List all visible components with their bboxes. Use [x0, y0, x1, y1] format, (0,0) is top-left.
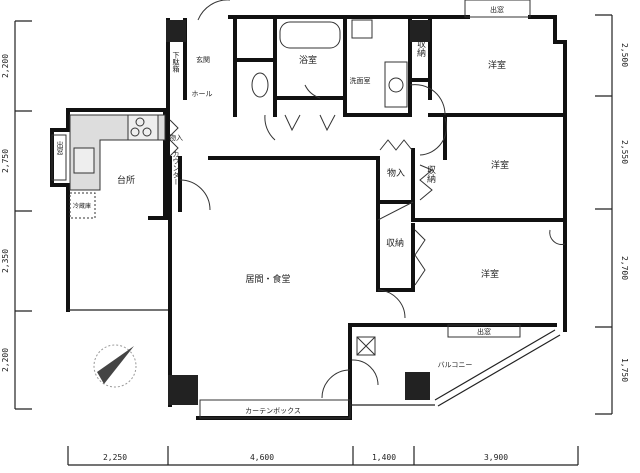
doors [169, 0, 566, 399]
label-living-dining: 居間・食堂 [245, 273, 290, 285]
dim-bottom-2: 4,600 [250, 453, 274, 462]
bathtub-icon [279, 21, 341, 49]
burner-icon [130, 127, 140, 137]
bottom-dimension-line [67, 446, 579, 466]
walls [50, 15, 567, 420]
dim-right-1: 2,500 [620, 43, 629, 67]
fridge-space [69, 192, 96, 219]
label-fridge: 冷蔵庫 [73, 202, 91, 210]
dim-right-2: 2,550 [620, 140, 629, 164]
bay-window-kitchen [51, 134, 67, 181]
dim-bottom-1: 2,250 [103, 453, 127, 462]
bay-window-bed3 [447, 324, 521, 338]
label-counter: カウンター [172, 151, 180, 186]
label-kitchen: 台所 [117, 174, 135, 186]
washing-machine-icon [384, 61, 408, 108]
label-washroom: 洗面室 [350, 76, 371, 85]
vent-cross [356, 336, 376, 356]
kitchen-sink-icon [73, 147, 95, 174]
label-shoe-box: 下駄箱 [172, 52, 180, 74]
right-dimension-line [595, 14, 613, 415]
label-bedroom1: 洋室 [488, 59, 506, 71]
label-storage-center2: 収納 [386, 237, 404, 249]
vent-icon [356, 336, 376, 356]
label-bay-window-bed1: 出窓 [490, 5, 504, 14]
storage-divider [377, 201, 414, 221]
toilet-icon [251, 72, 269, 98]
label-storage-bed2: 収納 [425, 164, 436, 184]
label-hall: ホール [192, 90, 213, 98]
label-bedroom3: 洋室 [481, 268, 499, 280]
label-entrance: 玄関 [196, 55, 210, 64]
north-arrow-icon [93, 344, 137, 388]
dim-left-1: 2,200 [1, 54, 10, 78]
dim-left-2: 2,750 [1, 149, 10, 173]
bay-window-bed1 [464, 0, 531, 18]
label-storage-wash: 収納 [415, 38, 426, 58]
dim-bottom-3: 1,400 [372, 453, 396, 462]
curtain-box [199, 399, 351, 419]
dim-right-3: 2,700 [620, 256, 629, 280]
label-bath: 浴室 [299, 54, 317, 66]
left-dimension-line [14, 20, 32, 410]
washer-drum-icon [388, 77, 404, 93]
label-storage-entry: 物入 [169, 133, 183, 142]
label-storage-center: 物入 [387, 167, 405, 179]
column [168, 375, 198, 405]
dim-left-4: 2,200 [1, 348, 10, 372]
label-bay-window-kitchen: 出窓 [56, 140, 64, 155]
balcony-rail [434, 329, 561, 407]
label-balcony: バルコニー [438, 361, 473, 369]
column [166, 20, 186, 42]
label-bedroom2: 洋室 [491, 159, 509, 171]
column [410, 20, 430, 42]
label-bay-window-bed3: 出窓 [477, 327, 491, 336]
label-curtain-box: カーテンボックス [245, 407, 301, 415]
dim-right-4: 1,750 [620, 358, 629, 382]
dim-bottom-4: 3,900 [484, 453, 508, 462]
column [405, 372, 430, 400]
burner-icon [135, 117, 145, 127]
sink-icon [351, 19, 373, 39]
burner-icon [142, 127, 152, 137]
dim-left-3: 2,350 [1, 249, 10, 273]
